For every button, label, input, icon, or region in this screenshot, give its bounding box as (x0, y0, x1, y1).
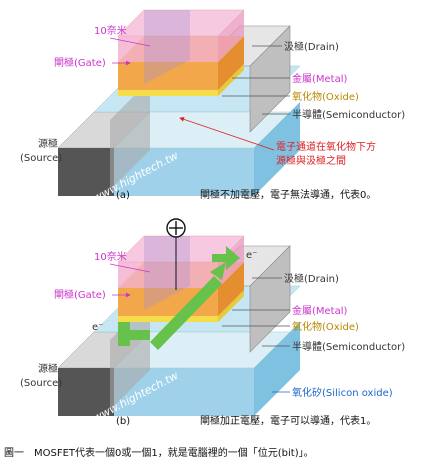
electron-in-label: e⁻ (92, 322, 103, 333)
source-label-a-line1: 源極 (38, 137, 58, 150)
semi-label-a: 半導體(Semiconductor) (292, 108, 405, 121)
semi-label-b: 半導體(Semiconductor) (292, 340, 405, 353)
electron-flow-arrow (118, 246, 240, 350)
panel-id-a: (a) (116, 190, 130, 201)
channel-pointer (179, 117, 275, 151)
channel-note-line1: 電子通道在氧化物下方 (276, 140, 376, 153)
metal-label-b: 金屬(Metal) (292, 304, 348, 317)
electron-out-label: e⁻ (246, 250, 257, 261)
gate-label-b: 閘極(Gate) (54, 288, 106, 301)
caption-a: 閘極不加電壓，電子無法導通，代表0。 (200, 188, 376, 201)
channel-note-line2: 源極與汲極之間 (276, 154, 346, 167)
oxide-label-b: 氧化物(Oxide) (292, 320, 359, 333)
panel-a-transistor: www.hightech.tw (57, 9, 301, 205)
source-label-b-line1: 源極 (38, 362, 58, 375)
metal-label-a: 金屬(Metal) (292, 72, 348, 85)
silicon-oxide-label: 氧化矽(Silicon oxide) (292, 386, 393, 399)
source-label-b-line2: (Source) (20, 378, 62, 389)
dimension-arrow-b (109, 263, 151, 273)
drain-label-a: 汲極(Drain) (284, 40, 339, 53)
positive-voltage-icon (166, 218, 186, 290)
figure-caption: 圖一 MOSFET代表一個0或一個1，就是電腦裡的一個「位元(bit)」。 (4, 446, 314, 459)
drain-label-b: 汲極(Drain) (284, 272, 339, 285)
dimension-arrow-a (109, 37, 151, 47)
dimension-label-b: 10奈米 (94, 250, 127, 263)
oxide-label-a: 氧化物(Oxide) (292, 90, 359, 103)
source-label-a-line2: (Source) (20, 153, 62, 164)
caption-b: 閘極加正電壓，電子可以導通，代表1。 (200, 414, 376, 427)
gate-label-a: 閘極(Gate) (54, 56, 106, 69)
panel-id-b: (b) (116, 416, 130, 427)
dimension-label-a: 10奈米 (94, 24, 127, 37)
